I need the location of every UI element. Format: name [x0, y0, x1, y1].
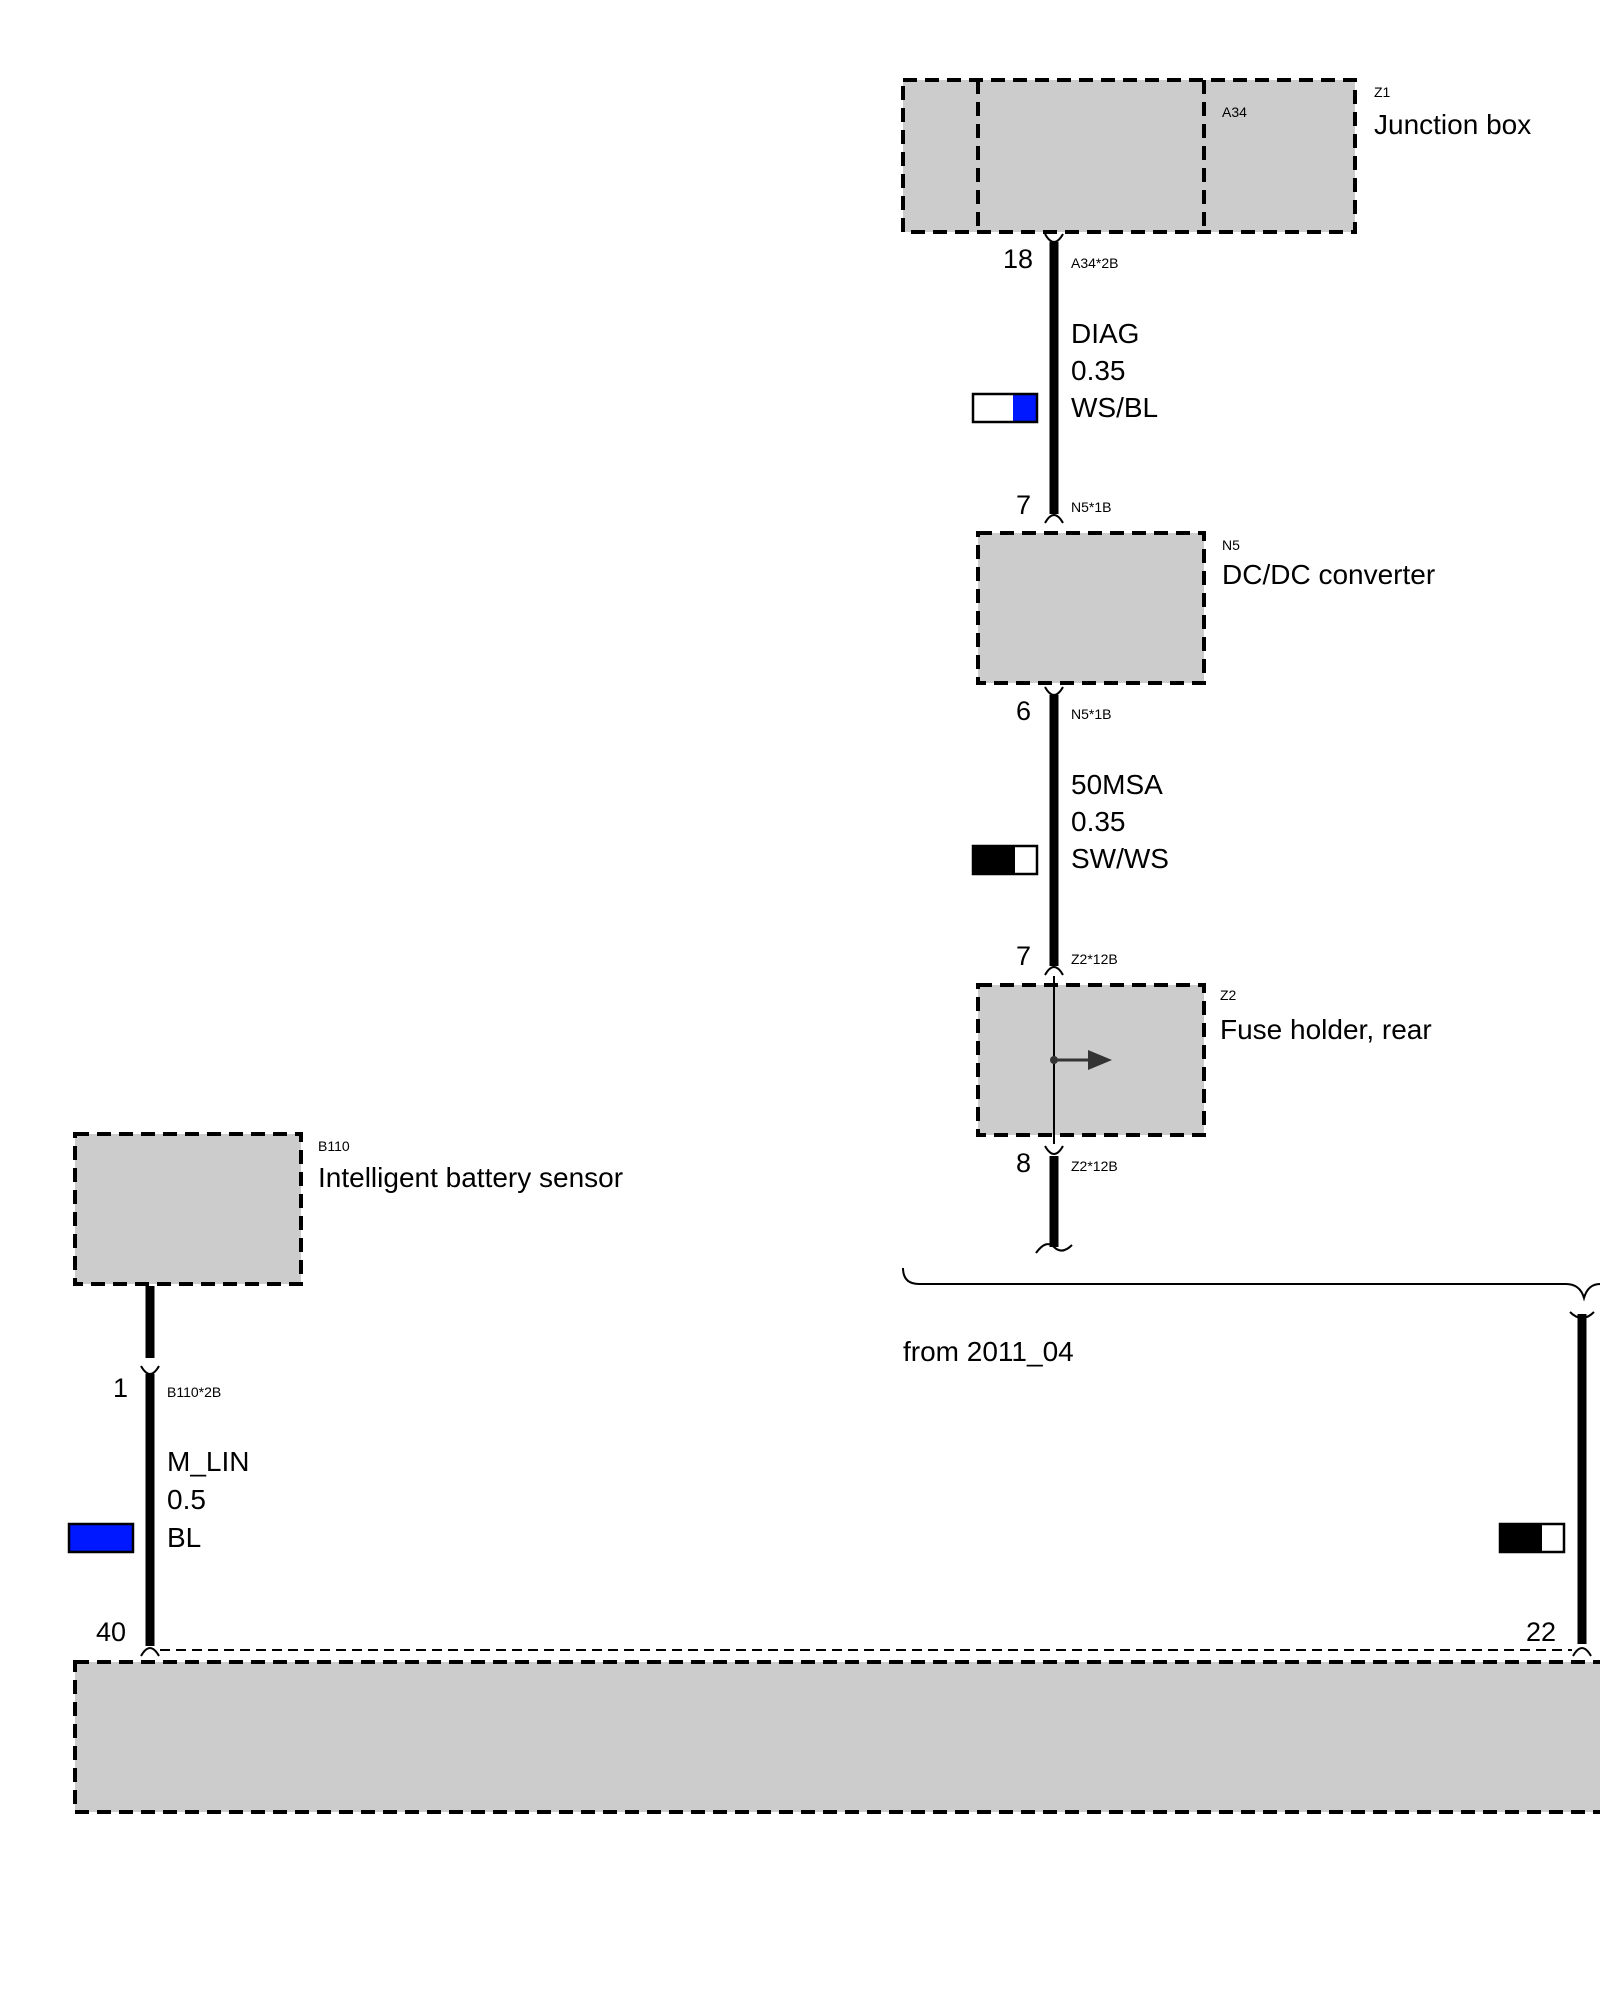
msa-top-pin: 6 [1016, 696, 1031, 726]
mlin-bottom-pin: 40 [96, 1617, 126, 1647]
junction-box-id: Z1 [1374, 84, 1391, 100]
msa-bottom-connector: Z2*12B [1071, 951, 1118, 967]
junction-box[interactable] [901, 78, 1357, 234]
dcdc-name: DC/DC converter [1222, 559, 1435, 590]
variant-note: from 2011_04 [903, 1336, 1074, 1367]
diag-color: WS/BL [1071, 392, 1158, 423]
msa-gauge: 0.35 [1071, 806, 1126, 837]
connector-cap-diag-top [1044, 233, 1064, 243]
diag-bottom-connector: N5*1B [1071, 499, 1111, 515]
battery-sensor-id: B110 [318, 1138, 350, 1154]
connector-cap-diag-bottom [1044, 514, 1064, 524]
diag-color-swatch [971, 392, 1039, 424]
wire-break-icon-right [1569, 1311, 1595, 1319]
connector-cap-msa-bottom [1044, 966, 1064, 976]
diag-bottom-pin: 7 [1016, 490, 1031, 520]
diag-top-pin: 18 [1003, 244, 1033, 274]
connector-cap-mlin-top [140, 1365, 160, 1375]
connector-cap-mlin-bottom [140, 1647, 160, 1657]
connector-cap-right [1572, 1647, 1592, 1657]
battery-sensor[interactable] [73, 1132, 303, 1286]
msa-bottom-pin: 7 [1016, 941, 1031, 971]
connector-cap-fuse-out [1044, 1145, 1064, 1155]
mlin-top-pin: 1 [113, 1373, 128, 1403]
right-color-swatch [1498, 1522, 1566, 1554]
mlin-color-swatch [67, 1522, 135, 1554]
mlin-color: BL [167, 1522, 201, 1553]
diag-gauge: 0.35 [1071, 355, 1126, 386]
fuse-out-pin: 8 [1016, 1148, 1031, 1178]
mlin-gauge: 0.5 [167, 1484, 206, 1515]
msa-top-connector: N5*1B [1071, 706, 1111, 722]
fuse-out-connector: Z2*12B [1071, 1158, 1118, 1174]
bottom-control-unit[interactable] [73, 1660, 1600, 1814]
dcdc-id: N5 [1222, 537, 1240, 553]
dcdc-converter[interactable] [976, 531, 1206, 685]
right-bottom-pin: 22 [1526, 1617, 1556, 1647]
msa-color-swatch [971, 844, 1039, 876]
junction-box-sub-id: A34 [1222, 104, 1247, 120]
variant-brace [902, 1267, 1600, 1302]
diag-top-connector: A34*2B [1071, 255, 1118, 271]
msa-color: SW/WS [1071, 843, 1169, 874]
mlin-signal: M_LIN [167, 1446, 249, 1477]
fuse-holder-name: Fuse holder, rear [1220, 1014, 1432, 1045]
connector-cap-msa-top [1044, 686, 1064, 696]
mlin-top-connector: B110*2B [167, 1384, 221, 1400]
diag-signal: DIAG [1071, 318, 1139, 349]
battery-sensor-name: Intelligent battery sensor [318, 1162, 623, 1193]
junction-box-name: Junction box [1374, 109, 1531, 140]
wire-break-icon [1035, 1243, 1073, 1254]
msa-signal: 50MSA [1071, 769, 1163, 800]
fuse-symbol-icon [1050, 976, 1112, 1144]
fuse-holder-id: Z2 [1220, 987, 1237, 1003]
